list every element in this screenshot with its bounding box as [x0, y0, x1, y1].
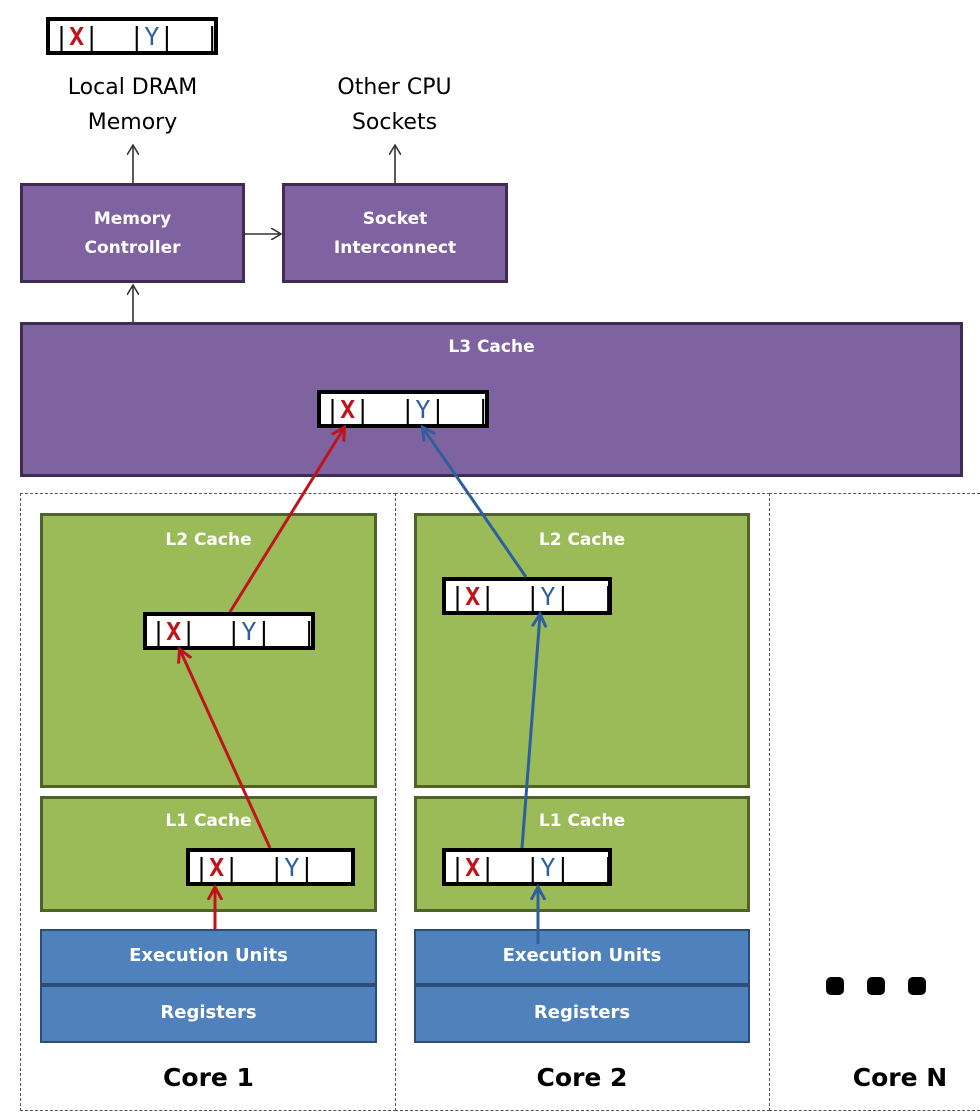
socket-interconnect-block: Socket Interconnect	[282, 183, 508, 283]
memory-controller-block: Memory Controller	[20, 183, 245, 283]
core-2-l2-cache: L2 Cache	[414, 513, 750, 788]
x-value: X	[340, 394, 356, 424]
core-2-l1-cache-line: |X| |Y| |	[442, 848, 616, 886]
core-1-l2-cache-line: |X| |Y| |	[143, 612, 317, 650]
core-2-execution-units: Execution Units	[414, 929, 750, 985]
x-value: X	[209, 852, 225, 882]
y-value: Y	[284, 852, 300, 882]
execution-units-label: Execution Units	[129, 945, 288, 966]
core-1-label: Core 1	[163, 1063, 254, 1092]
dram-label: Local DRAM Memory	[67, 75, 198, 135]
other-cpu-label: Other CPU Sockets	[337, 75, 452, 135]
l2-cache-label: L2 Cache	[165, 530, 252, 550]
core-2-registers: Registers	[414, 985, 750, 1043]
core-n-label: Core N	[852, 1063, 948, 1092]
y-value: Y	[540, 852, 556, 882]
y-value: Y	[540, 581, 556, 611]
x-value: X	[465, 852, 481, 882]
memory-controller-label-1: Memory	[93, 209, 172, 229]
socket-interconnect-label-1: Socket	[362, 209, 428, 229]
l3-cache-line: |X| |Y| |	[317, 390, 491, 428]
l2-cache-label: L2 Cache	[538, 530, 626, 550]
ellipsis-icon	[826, 977, 926, 995]
registers-label: Registers	[160, 1002, 257, 1023]
memory-controller-label-2: Controller	[84, 238, 181, 258]
core-1-l2-cache: L2 Cache	[40, 513, 377, 788]
x-value: X	[465, 581, 481, 611]
y-value: Y	[241, 616, 257, 646]
core-1-registers: Registers	[40, 985, 377, 1043]
y-value: Y	[144, 21, 160, 51]
execution-units-label: Execution Units	[502, 945, 662, 966]
y-value: Y	[415, 394, 431, 424]
dram-cache-line: |X| |Y| |	[46, 17, 220, 55]
l3-cache-block: L3 Cache	[20, 322, 963, 477]
core-n-container	[769, 493, 980, 1111]
core-2-label: Core 2	[536, 1063, 628, 1092]
l1-cache-label: L1 Cache	[538, 811, 626, 831]
core-1-l1-cache-line: |X| |Y| |	[186, 848, 360, 886]
x-value: X	[69, 21, 85, 51]
registers-label: Registers	[533, 1002, 631, 1023]
l3-cache-label: L3 Cache	[448, 337, 535, 357]
core-2-l2-cache-line: |X| |Y| |	[442, 577, 616, 615]
core-1-execution-units: Execution Units	[40, 929, 377, 985]
socket-interconnect-label-2: Interconnect	[333, 238, 457, 258]
x-value: X	[166, 616, 182, 646]
l1-cache-label: L1 Cache	[165, 811, 252, 831]
